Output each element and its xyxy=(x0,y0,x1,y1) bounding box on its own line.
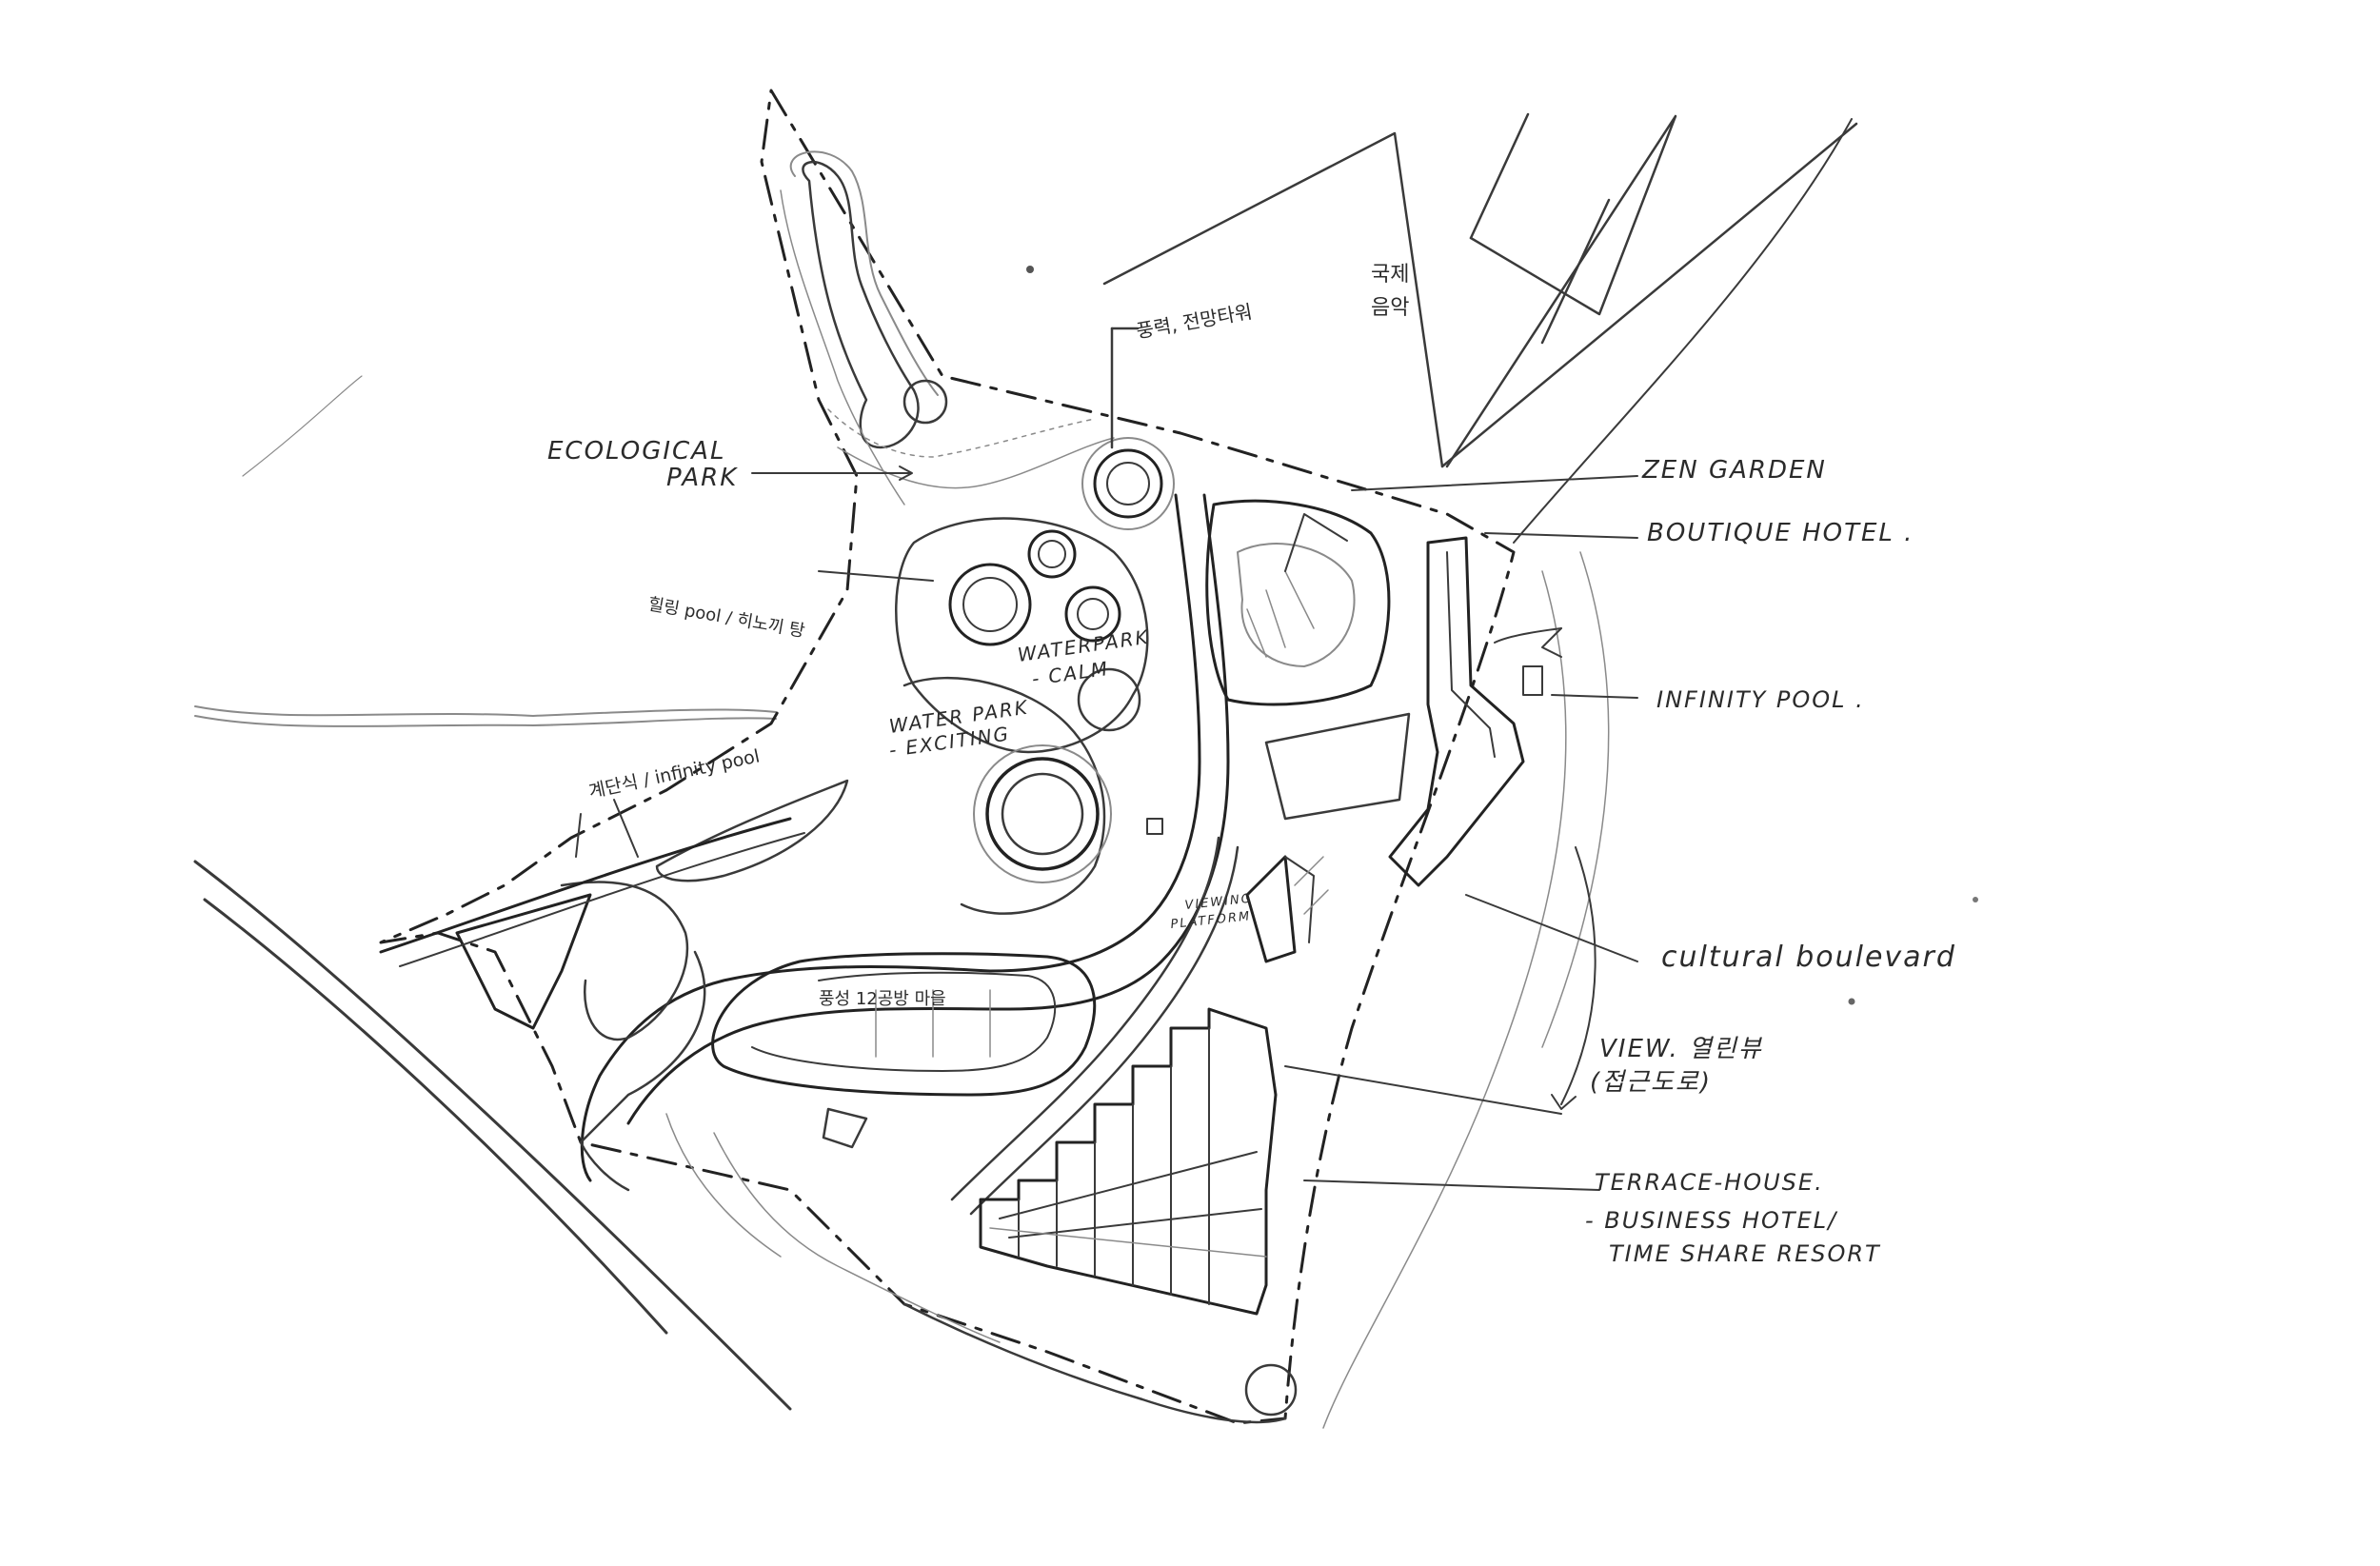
label-kr-music-line1: 국제 xyxy=(1371,263,1409,287)
label-view-line1: VIEW. 열린뷰 xyxy=(1599,1035,1763,1063)
label-terrace-line3: TIME SHARE RESORT xyxy=(1609,1240,1881,1267)
viewing-platform xyxy=(1245,855,1329,963)
site-boundary xyxy=(379,89,1516,1425)
label-ecological-park-line2: PARK xyxy=(666,464,738,492)
waterpark-pools xyxy=(895,517,1163,915)
label-kr-village: 풍성 12공방 마을 xyxy=(819,989,946,1009)
label-infinity-pool: INFINITY POOL . xyxy=(1656,686,1865,713)
context-lines xyxy=(193,112,1858,1429)
tower-roundabout xyxy=(1081,327,1175,530)
label-kr-music-line2: 음악 xyxy=(1371,296,1409,320)
label-kr-pool: 힐링 pool / 히노끼 탕 xyxy=(646,594,806,642)
terrace-houses xyxy=(979,1007,1278,1316)
label-ecological-park-line1: ECOLOGICAL xyxy=(547,437,725,466)
label-kr-infinity: 계단식 / infinity pool xyxy=(586,745,761,803)
label-zen-garden: ZEN GARDEN xyxy=(1641,456,1827,485)
label-terrace-line1: TERRACE-HOUSE. xyxy=(1595,1169,1824,1196)
label-view-line2: (접근도로) xyxy=(1590,1068,1712,1097)
annotations: ECOLOGICAL PARK ZEN GARDEN BOUTIQUE HOTE… xyxy=(547,263,1956,1267)
label-kr-tower: 풍력, 전망타워 xyxy=(1135,300,1254,343)
ecological-park xyxy=(780,150,1115,505)
leader-lines xyxy=(575,466,1638,1191)
paper-specks xyxy=(1026,266,1978,1005)
west-infinity-pool xyxy=(379,779,849,1192)
main-road xyxy=(580,493,1240,1216)
label-terrace-line2: - BUSINESS HOTEL/ xyxy=(1585,1207,1838,1234)
label-boutique-hotel: BOUTIQUE HOTEL . xyxy=(1647,519,1914,547)
label-viewing-platform-line1: VIEWING xyxy=(1184,892,1254,913)
zen-garden xyxy=(1205,499,1391,706)
label-viewing-platform-line2: PLATFORM xyxy=(1170,909,1252,932)
label-cultural-boulevard: cultural boulevard xyxy=(1661,941,1956,974)
craft-village xyxy=(711,952,1097,1149)
boutique-hotel xyxy=(1264,536,1543,887)
south-lobe xyxy=(665,1113,1298,1424)
